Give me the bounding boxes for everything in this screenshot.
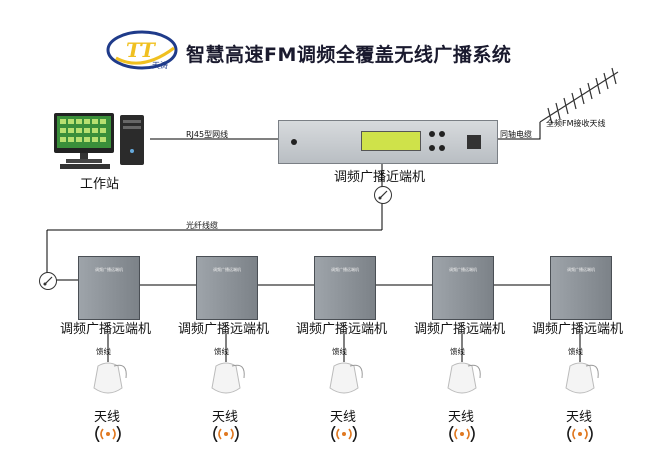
knob-icon <box>439 145 445 151</box>
feeder-label: 馈线 <box>214 347 229 356</box>
workstation-icon <box>54 113 144 169</box>
remote-unit: 调频广播远端机 <box>196 256 258 320</box>
remote-unit: 调频广播远端机 <box>78 256 140 320</box>
remote-unit-label: 调频广播远端机 <box>178 322 270 337</box>
ceiling-antenna-icon <box>211 362 245 394</box>
coax-label: 同轴电缆 <box>500 130 532 139</box>
knob-icon <box>429 131 435 137</box>
feeder-label: 馈线 <box>332 347 347 356</box>
remote-unit: 调频广播远端机 <box>314 256 376 320</box>
optical-coupler-icon <box>39 272 57 290</box>
transmitter-unit <box>278 120 498 164</box>
lcd-screen <box>361 131 421 151</box>
workstation-label: 工作站 <box>80 177 120 192</box>
signal-wave-icon <box>213 426 239 442</box>
remote-unit-label: 调频广播远端机 <box>60 322 152 337</box>
antenna-label: 天线 <box>566 410 593 425</box>
svg-text:T: T <box>140 38 157 62</box>
svg-text:T: T <box>126 38 143 62</box>
page-title: 智慧高速FM调频全覆盖无线广播系统 <box>186 44 512 66</box>
knob-icon <box>439 131 445 137</box>
remote-unit-label: 调频广播远端机 <box>532 322 624 337</box>
ceiling-antenna-icon <box>447 362 481 394</box>
antenna-label: 天线 <box>94 410 121 425</box>
remote-unit-label: 调频广播远端机 <box>414 322 506 337</box>
ceiling-antenna-icon <box>93 362 127 394</box>
remote-unit-label: 调频广播远端机 <box>296 322 388 337</box>
signal-wave-icon <box>95 426 121 442</box>
yagi-antenna-icon <box>539 67 619 125</box>
signal-wave-icon <box>567 426 593 442</box>
remote-unit: 调频广播远端机 <box>550 256 612 320</box>
ceiling-antenna-icon <box>329 362 363 394</box>
receive-antenna-label: 全频FM接收天线 <box>546 119 606 128</box>
antenna-label: 天线 <box>330 410 357 425</box>
ceiling-antenna-icon <box>565 362 599 394</box>
signal-wave-icon <box>331 426 357 442</box>
knob-icon <box>429 145 435 151</box>
transmitter-label: 调频广播近端机 <box>334 170 426 185</box>
knob-icon <box>291 139 297 145</box>
optical-coupler-icon <box>374 186 392 204</box>
feeder-label: 馈线 <box>96 347 111 356</box>
coax-cable <box>496 122 541 140</box>
logo-icon: T T <box>106 30 178 70</box>
fiber-label: 光纤线缆 <box>186 221 218 230</box>
signal-wave-icon <box>449 426 475 442</box>
antenna-label: 天线 <box>212 410 239 425</box>
antenna-label: 天线 <box>448 410 475 425</box>
port-icon <box>467 135 481 149</box>
feeder-label: 馈线 <box>450 347 465 356</box>
logo-text: 天涛 <box>152 61 168 70</box>
rj45-label: RJ45型网线 <box>186 130 229 139</box>
feeder-label: 馈线 <box>568 347 583 356</box>
remote-unit: 调频广播远端机 <box>432 256 494 320</box>
